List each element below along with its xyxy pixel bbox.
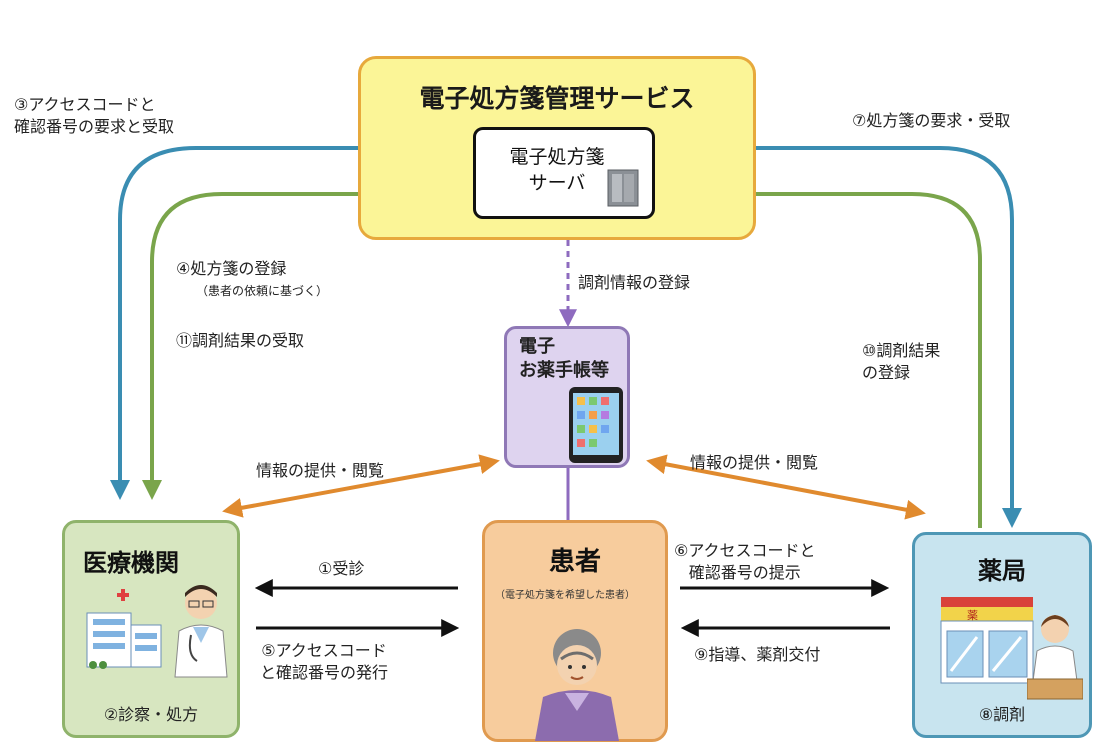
pharmacy-store-icon: 薬 xyxy=(940,597,1034,684)
patient-title: 患者 xyxy=(548,547,601,577)
pharmacist-icon xyxy=(1027,615,1083,700)
pharmacy: 薬局 薬 ⑧調剤 xyxy=(912,532,1092,738)
doctor-icon xyxy=(174,585,228,678)
server-icon xyxy=(607,169,639,207)
elderly-patient-icon xyxy=(535,629,619,741)
arrow-step10 xyxy=(652,184,982,528)
label-step4-note: （患者の依頼に基づく） xyxy=(196,284,329,298)
arrow-step4-11 xyxy=(142,184,482,500)
arrow-step7 xyxy=(652,138,1022,528)
label-step11: ⑪調剤結果の受取 xyxy=(176,331,305,350)
label-step5: ⑤アクセスコード と確認番号の発行 xyxy=(260,641,389,682)
svg-text:薬: 薬 xyxy=(967,609,978,622)
hospital-caption: ②診察・処方 xyxy=(103,705,199,724)
label-step4: ④処方箋の登録 xyxy=(176,259,287,278)
label-info-left: 情報の提供・閲覧 xyxy=(256,461,385,480)
service-title: 電子処方箋管理サービス xyxy=(419,84,695,113)
hospital-title: 医療機関 xyxy=(83,549,179,577)
label-step1: ①受診 xyxy=(318,559,365,578)
notebook-label: 電子 お薬手帳等 xyxy=(519,336,609,381)
pharmacy-caption: ⑧調剤 xyxy=(978,705,1026,724)
server-label: 電子処方箋 サーバ xyxy=(509,146,605,194)
electronic-medication-notebook: 電子 お薬手帳等 xyxy=(504,326,630,468)
hospital-building-icon xyxy=(86,589,162,669)
arrow-info-right xyxy=(646,454,926,520)
patient: 患者 （電子処方箋を希望した患者） xyxy=(482,520,668,742)
prescription-management-service: 電子処方箋管理サービス 電子処方箋 サーバ xyxy=(358,56,756,240)
label-step10: ⑩調剤結果 の登録 xyxy=(862,341,941,382)
label-step9: ⑨指導、薬剤交付 xyxy=(694,645,821,664)
pharmacy-title: 薬局 xyxy=(978,557,1026,585)
arrow-step3 xyxy=(110,138,482,500)
arrow-info-left xyxy=(222,454,500,518)
label-step3: ③アクセスコードと 確認番号の要求と受取 xyxy=(14,95,175,136)
label-dispense-register: 調剤情報の登録 xyxy=(578,273,691,292)
medical-institution: 医療機関 ②診察・処方 xyxy=(62,520,240,738)
prescription-server: 電子処方箋 サーバ xyxy=(473,127,655,219)
smartphone-icon xyxy=(569,387,623,463)
label-step6: ⑥アクセスコードと 確認番号の提示 xyxy=(674,541,816,582)
patient-note: （電子処方箋を希望した患者） xyxy=(495,590,635,601)
label-step7: ⑦処方箋の要求・受取 xyxy=(852,111,1011,130)
label-info-right: 情報の提供・閲覧 xyxy=(690,453,819,472)
